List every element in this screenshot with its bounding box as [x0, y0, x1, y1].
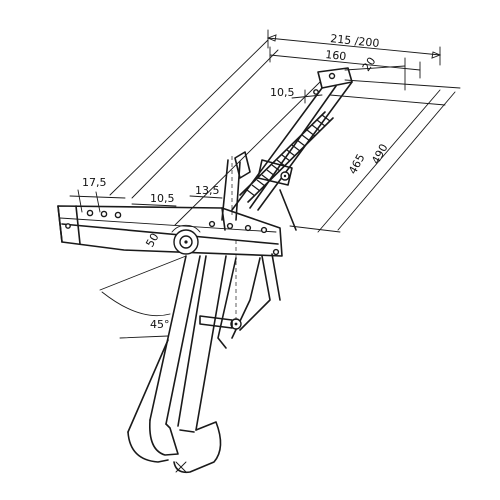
dim-rail-length: 160 [269, 46, 421, 79]
dim-left-group: 17,5 10,5 13,5 [69, 176, 223, 213]
dim-label-215: 215 /200 [330, 32, 380, 50]
pivot: 50 [143, 224, 201, 255]
dim-label-160: 160 [325, 48, 347, 63]
dim-label-465: 465 [346, 152, 367, 177]
center-mark [175, 461, 187, 473]
cross-beam [57, 205, 283, 257]
dim-rail-width: 20 [344, 55, 406, 91]
dim-offset-top: 10,5 [270, 86, 323, 104]
dim-label-50: 50 [143, 231, 161, 250]
threaded-spindle [239, 111, 334, 203]
spindle-nut [234, 151, 293, 186]
dim-heights: 465 490 [289, 79, 461, 233]
dim-angle: 45° [99, 255, 187, 339]
dim-label-10-5-top: 10,5 [270, 86, 295, 99]
dim-label-10-5: 10,5 [150, 192, 175, 205]
lower-strut [199, 240, 281, 331]
dim-label-490: 490 [369, 142, 390, 167]
dim-label-45: 45° [150, 318, 170, 331]
dim-label-20: 20 [360, 55, 379, 74]
dim-label-13-5: 13,5 [195, 184, 220, 197]
dim-label-17-5: 17,5 [82, 176, 107, 189]
guide-lines [109, 39, 321, 226]
dim-total-length: 215 /200 [266, 29, 442, 66]
lower-leg-right [173, 255, 261, 474]
lower-leg-left [127, 255, 201, 463]
